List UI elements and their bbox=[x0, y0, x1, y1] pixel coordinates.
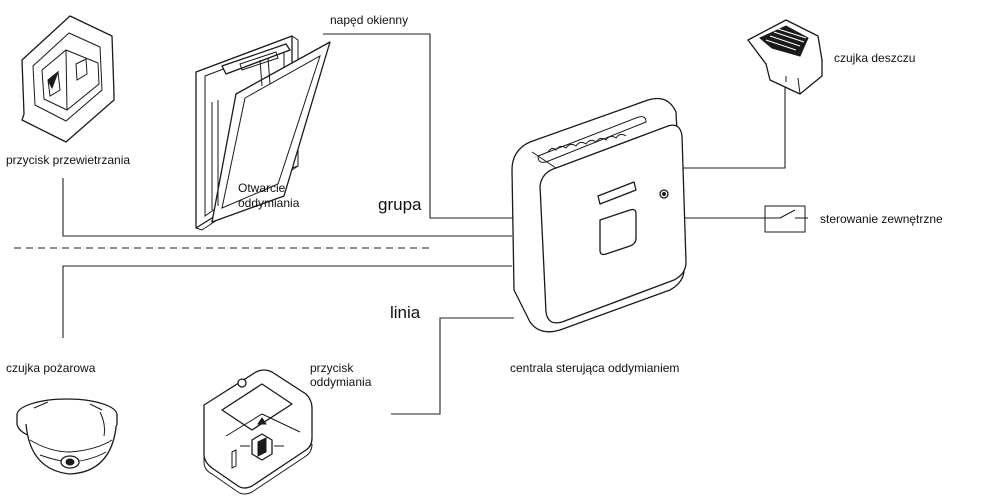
rain-sensor-icon bbox=[747, 19, 823, 95]
label-czujka-pozarowa: czujka pożarowa bbox=[6, 361, 96, 375]
control-panel-icon bbox=[511, 97, 687, 333]
label-przycisk-oddymiania-line2: oddymiania bbox=[310, 375, 372, 389]
label-sterowanie-zewnetrzne: sterowanie zewnętrzne bbox=[820, 212, 943, 226]
ventilation-button-icon bbox=[21, 15, 115, 143]
label-przycisk-przewietrzania: przycisk przewietrzania bbox=[6, 153, 130, 167]
label-naped-okienny: napęd okienny bbox=[330, 13, 408, 27]
label-czujka-deszczu: czujka deszczu bbox=[834, 51, 915, 65]
smoke-button-icon bbox=[203, 369, 313, 495]
label-otwarcie-line1: Otwarcie bbox=[238, 181, 286, 195]
wires bbox=[14, 33, 808, 415]
wire-rain-sensor bbox=[682, 78, 786, 169]
window-actuator-icon bbox=[195, 35, 331, 231]
label-otwarcie-line2: oddymiania bbox=[238, 196, 300, 210]
label-centrala: centrala sterująca oddymianiem bbox=[510, 361, 679, 375]
label-przycisk-oddymiania-line1: przycisk bbox=[310, 361, 354, 375]
wire-window-actuator bbox=[323, 33, 514, 219]
switch-icon bbox=[764, 205, 806, 233]
wire-line-button bbox=[391, 317, 514, 415]
label-linia: linia bbox=[390, 303, 421, 322]
wire-line-detector bbox=[62, 265, 512, 338]
smoke-detector-icon bbox=[16, 398, 118, 475]
wire-group bbox=[62, 178, 512, 237]
label-grupa: grupa bbox=[378, 195, 422, 214]
